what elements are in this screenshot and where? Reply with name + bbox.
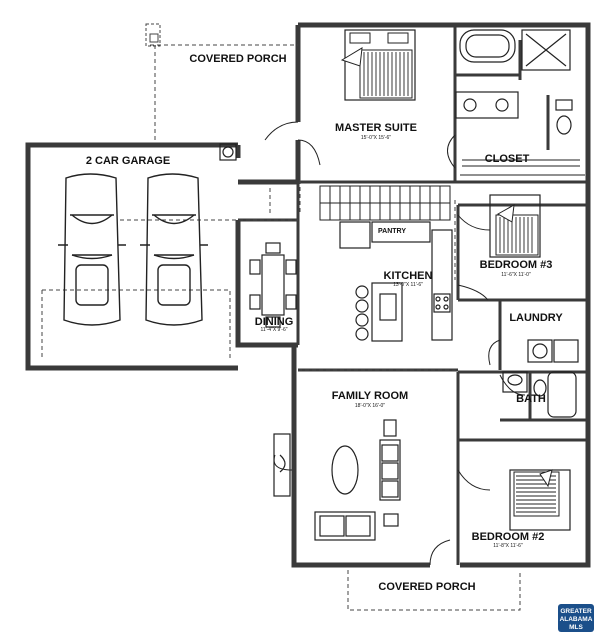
dining-dims: 11'-4"X 9'-6" bbox=[260, 327, 287, 333]
closet-label: CLOSET bbox=[485, 153, 530, 165]
family-room-label: FAMILY ROOM bbox=[332, 390, 408, 402]
car-left bbox=[58, 173, 126, 326]
kitchen-label: KITCHEN bbox=[384, 270, 433, 282]
bedroom2-dims: 11'-8"X 11'-6" bbox=[493, 543, 523, 549]
pantry-label: PANTRY bbox=[378, 228, 406, 235]
kitchen-cabinets bbox=[339, 221, 453, 342]
master-suite-dims: 15'-0"X 15'-6" bbox=[361, 135, 391, 141]
porch-post bbox=[145, 23, 161, 47]
interior-walls bbox=[238, 25, 588, 565]
bath-fixtures bbox=[502, 371, 577, 418]
covered-porch-top-label: COVERED PORCH bbox=[189, 53, 286, 65]
car-right bbox=[140, 173, 208, 326]
mls-watermark-logo: GREATER ALABAMA MLS bbox=[558, 604, 594, 632]
bedroom3-dims: 11'-6"X 11'-0" bbox=[501, 272, 531, 278]
water-heater bbox=[219, 143, 237, 161]
watermark-line2: ALABAMA bbox=[560, 616, 593, 623]
bedroom2-label: BEDROOM #2 bbox=[472, 531, 545, 543]
family-room-furniture bbox=[273, 419, 401, 541]
master-bath-fixtures bbox=[455, 29, 573, 135]
bath-label: BATH bbox=[516, 393, 546, 405]
exterior-walls bbox=[25, 22, 591, 568]
bedroom2-bed bbox=[509, 469, 571, 531]
covered-porch-bottom-label: COVERED PORCH bbox=[378, 581, 475, 593]
bedroom3-label: BEDROOM #3 bbox=[480, 259, 553, 271]
watermark-line3: MLS bbox=[569, 624, 583, 631]
island-stools bbox=[355, 285, 369, 341]
door-swings bbox=[264, 121, 526, 566]
master-suite-label: MASTER SUITE bbox=[335, 122, 417, 134]
bedroom3-bed bbox=[489, 194, 541, 258]
watermark-line1: GREATER bbox=[560, 608, 592, 615]
laundry-fixtures bbox=[527, 339, 579, 363]
stairs bbox=[319, 185, 451, 221]
dining-table bbox=[249, 242, 297, 328]
laundry-label: LAUNDRY bbox=[509, 312, 563, 324]
master-bed bbox=[340, 29, 416, 101]
family-room-dims: 18'-0"X 16'-0" bbox=[355, 403, 385, 409]
closet-rods bbox=[460, 159, 585, 176]
dashed-lines bbox=[41, 44, 521, 611]
garage-label: 2 CAR GARAGE bbox=[86, 155, 170, 167]
dining-label: DINING bbox=[255, 316, 294, 328]
kitchen-dims: 13'-0"X 11'-6" bbox=[393, 282, 423, 288]
